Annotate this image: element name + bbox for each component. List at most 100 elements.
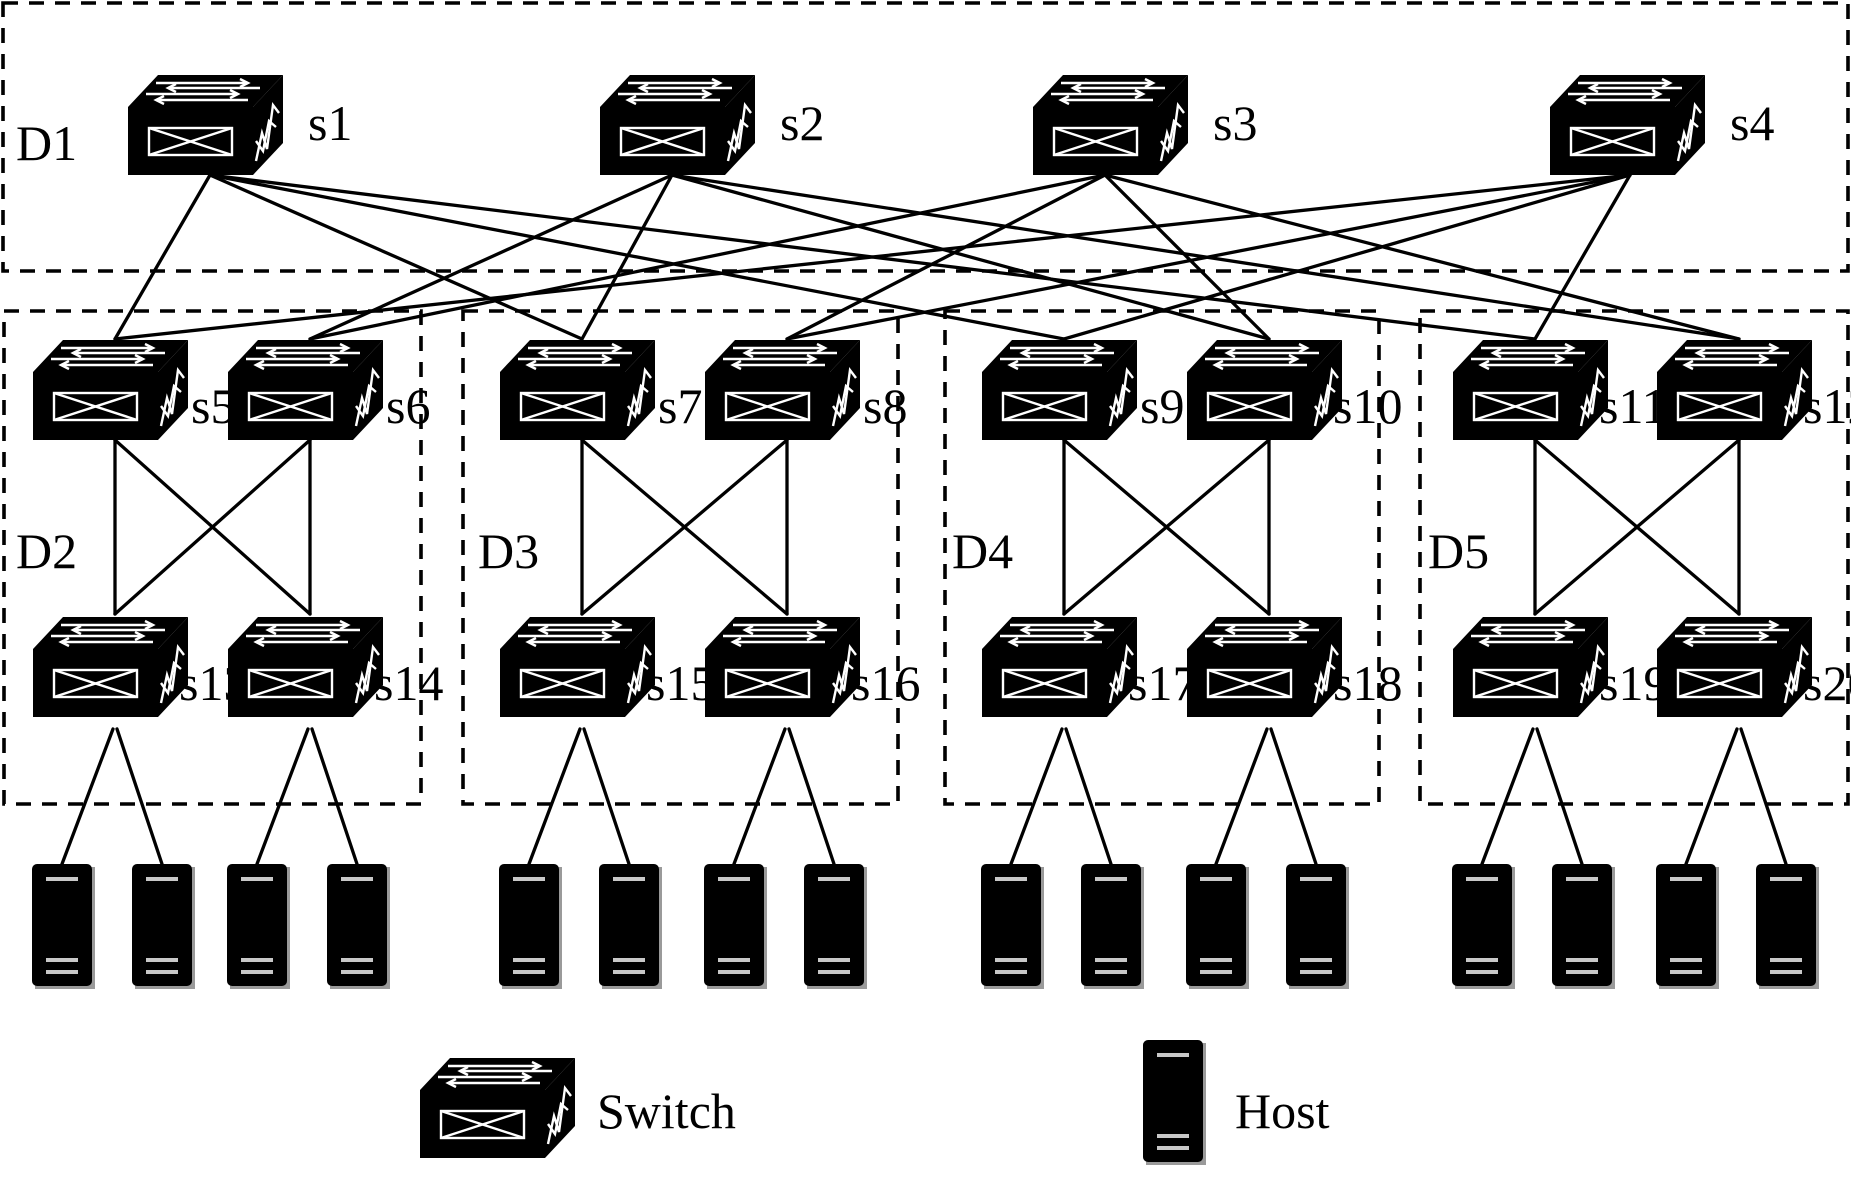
switch-icon — [226, 615, 385, 719]
host-link-s17-2 — [1064, 727, 1113, 866]
legend-switch-label: Switch — [597, 1083, 736, 1139]
switch-label-s5: s5 — [191, 378, 235, 434]
switch-icon — [1451, 615, 1610, 719]
switch-icon — [1451, 338, 1610, 442]
labels-layer: s1 s2 s3 s4 s5 s6 s7 s8 s9 s10 s11 s12 s13 s14 s15 s16 s… — [179, 95, 1851, 711]
host-link-s18-1 — [1214, 727, 1269, 866]
link-s8-s15 — [580, 438, 789, 616]
host-icon — [981, 864, 1044, 989]
switch-icon — [1548, 73, 1707, 177]
legend: Switch Host — [418, 1040, 1330, 1165]
switch-icon — [1031, 73, 1190, 177]
legend-host-label: Host — [1235, 1083, 1330, 1139]
switch-label-s13: s13 — [179, 655, 248, 711]
switch-label-s3: s3 — [1213, 95, 1257, 151]
switch-icon — [31, 615, 190, 719]
host-icon — [1186, 864, 1249, 989]
switch-label-s11: s11 — [1599, 378, 1667, 434]
switch-icon — [1185, 338, 1344, 442]
domain-box-d3 — [461, 309, 900, 806]
switch-label-s19: s19 — [1599, 655, 1668, 711]
switch-label-s1: s1 — [308, 95, 352, 151]
link-s10-s17 — [1062, 438, 1271, 616]
host-link-s20-1 — [1684, 727, 1739, 866]
domain-box-d1 — [1, 1, 1850, 273]
switch-icon — [980, 615, 1139, 719]
host-icon — [1081, 864, 1144, 989]
switch-icon — [1185, 615, 1344, 719]
switch-label-s20: s20 — [1803, 655, 1851, 711]
switch-icon — [498, 615, 657, 719]
host-link-s16-1 — [732, 727, 787, 866]
link-s6-s13 — [113, 438, 312, 616]
link-s1-s7 — [208, 173, 584, 341]
link-s3-s10 — [1103, 173, 1271, 341]
host-icon — [132, 864, 195, 989]
host-icon — [599, 864, 662, 989]
switch-label-s4: s4 — [1730, 95, 1774, 151]
switch-label-s16: s16 — [851, 655, 920, 711]
domain-label-d5: D5 — [1428, 523, 1489, 579]
host-link-s17-1 — [1009, 727, 1064, 866]
host-link-s16-2 — [787, 727, 836, 866]
link-s2-s7 — [580, 173, 674, 341]
host-link-s15-2 — [582, 727, 631, 866]
host-icon — [1143, 1040, 1206, 1165]
switch-icon — [418, 1056, 577, 1160]
switch-label-s17: s17 — [1128, 655, 1197, 711]
switch-icon — [31, 338, 190, 442]
switch-label-s9: s9 — [1140, 378, 1184, 434]
switch-label-s14: s14 — [374, 655, 443, 711]
switch-label-s6: s6 — [386, 378, 430, 434]
host-icon — [227, 864, 290, 989]
host-icon — [804, 864, 867, 989]
domain-label-d4: D4 — [952, 523, 1013, 579]
link-s4-s11 — [1533, 173, 1632, 341]
host-icon — [1552, 864, 1615, 989]
host-icon — [32, 864, 95, 989]
host-link-s20-2 — [1739, 727, 1788, 866]
host-icon — [327, 864, 390, 989]
switch-label-s7: s7 — [658, 378, 702, 434]
domain-label-d2: D2 — [16, 523, 77, 579]
switch-icon — [703, 615, 862, 719]
host-icon — [499, 864, 562, 989]
switch-label-s10: s10 — [1333, 378, 1402, 434]
host-icon — [1452, 864, 1515, 989]
switch-icon — [598, 73, 757, 177]
switch-label-s2: s2 — [780, 95, 824, 151]
host-link-s19-2 — [1535, 727, 1584, 866]
link-s1-s5 — [113, 173, 212, 341]
link-s2-s6 — [308, 173, 674, 341]
switch-icon — [1655, 338, 1814, 442]
host-link-s19-1 — [1480, 727, 1535, 866]
host-link-s13-2 — [115, 727, 164, 866]
switch-label-s8: s8 — [863, 378, 907, 434]
host-link-s14-1 — [255, 727, 310, 866]
switch-icon — [703, 338, 862, 442]
domain-label-d1: D1 — [16, 115, 77, 171]
link-s3-s8 — [785, 173, 1107, 341]
switch-label-s12: s12 — [1803, 378, 1851, 434]
host-icon — [704, 864, 767, 989]
host-icon — [1756, 864, 1819, 989]
link-s3-s6 — [308, 173, 1107, 341]
link-s4-s9 — [1062, 173, 1632, 341]
domain-box-d2 — [2, 309, 423, 806]
links-layer — [60, 173, 1788, 866]
switch-icon — [498, 338, 657, 442]
switch-icon — [226, 338, 385, 442]
host-link-s18-2 — [1269, 727, 1318, 866]
switch-icon — [980, 338, 1139, 442]
link-s12-s19 — [1533, 438, 1741, 616]
link-s2-s10 — [670, 173, 1271, 341]
switch-icon — [1655, 615, 1814, 719]
host-link-s14-2 — [310, 727, 359, 866]
switch-icon — [126, 73, 285, 177]
host-link-s15-1 — [527, 727, 582, 866]
switch-label-s15: s15 — [646, 655, 715, 711]
host-link-s13-1 — [60, 727, 115, 866]
domain-boxes — [1, 1, 1850, 806]
link-s4-s8 — [785, 173, 1632, 341]
